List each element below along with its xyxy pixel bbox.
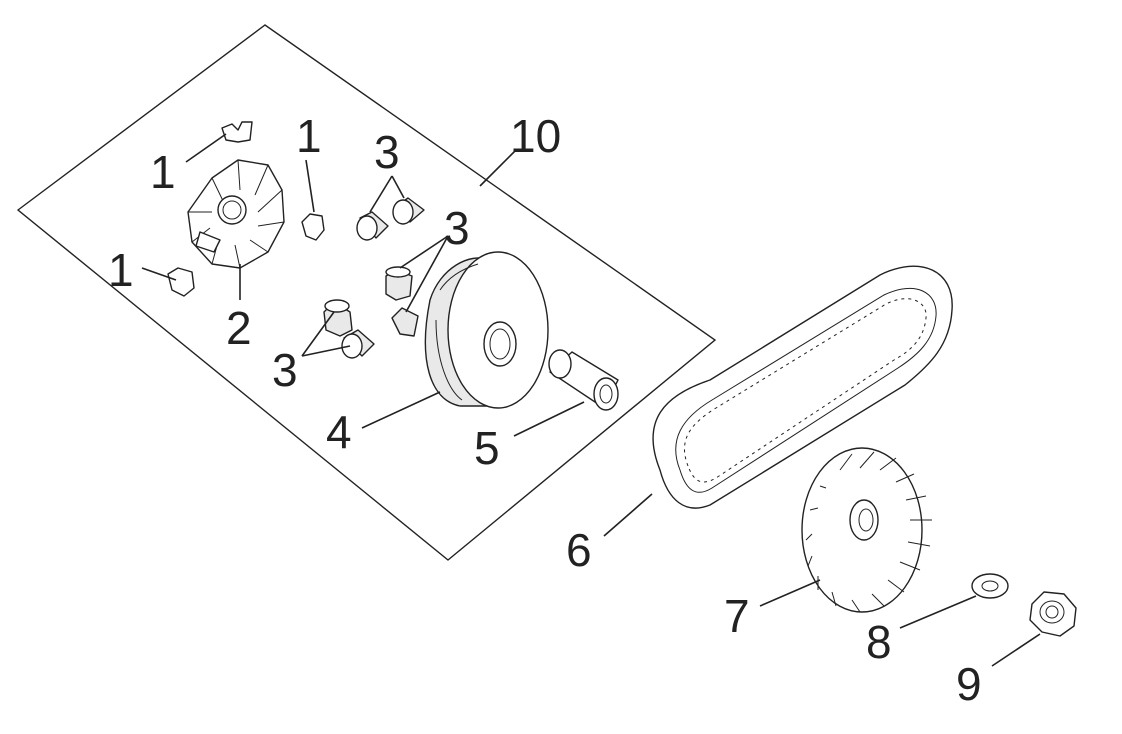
callout-4: 4 <box>326 406 352 458</box>
slider-clip-right <box>301 213 325 241</box>
callout-1-right: 1 <box>296 110 322 162</box>
callout-3-left: 3 <box>272 344 298 396</box>
callout-1-left: 1 <box>108 244 134 296</box>
callout-7: 7 <box>724 590 750 642</box>
callout-6: 6 <box>566 524 592 576</box>
drive-face <box>424 251 549 409</box>
rollers-top <box>356 197 425 241</box>
fan-drive-face <box>801 447 932 613</box>
callout-5: 5 <box>474 422 500 474</box>
rollers-middle <box>385 266 419 337</box>
collar <box>548 349 619 411</box>
ramp-plate <box>187 159 285 269</box>
leader-lines <box>141 133 1041 667</box>
drive-belt <box>652 265 953 509</box>
nut <box>1029 591 1077 637</box>
callout-9: 9 <box>956 658 982 710</box>
assembly-boundary <box>16 24 717 561</box>
callout-1-top: 1 <box>150 146 176 198</box>
slider-clip-left <box>167 267 195 297</box>
callout-8: 8 <box>866 616 892 668</box>
callout-10: 10 <box>510 110 561 162</box>
slider-clip-top <box>221 121 253 143</box>
callout-3-middle: 3 <box>444 202 470 254</box>
rollers-left <box>323 299 375 359</box>
callout-2: 2 <box>226 302 252 354</box>
washer <box>971 573 1009 599</box>
callout-3-top: 3 <box>374 126 400 178</box>
